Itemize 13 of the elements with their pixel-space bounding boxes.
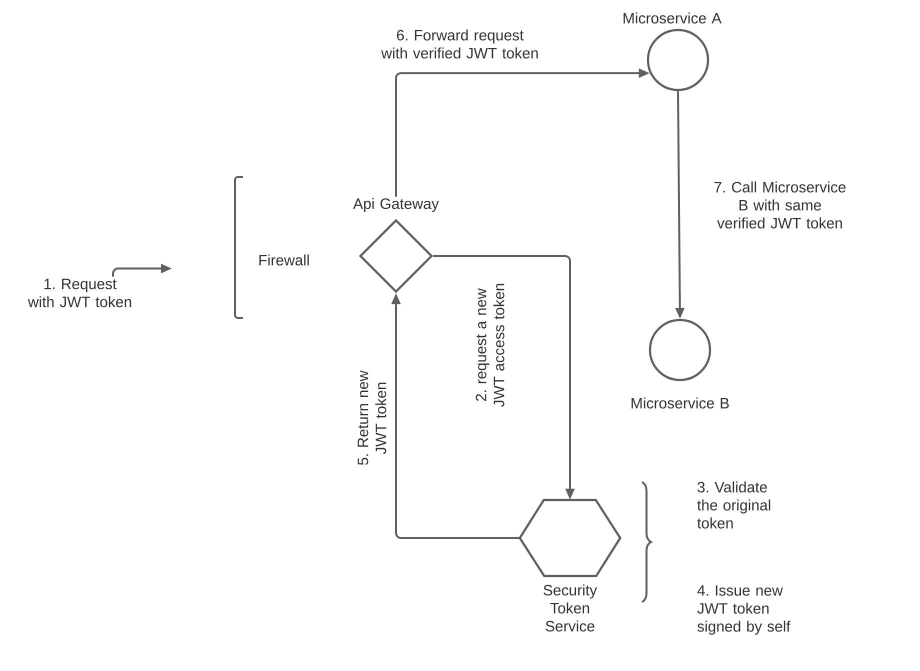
edge-label: 5. Return new JWT token bbox=[358, 370, 386, 465]
edge-label: 7. Call Microservice B with same verified JWT token bbox=[714, 182, 846, 228]
node-label: Security Token Service bbox=[544, 584, 598, 632]
edge-label: 6. Forward request with verified JWT token bbox=[381, 30, 538, 58]
edge-label: 2. request a new JWT access token bbox=[476, 284, 504, 407]
node-label: Microservice B bbox=[632, 397, 729, 408]
request-text: 1. Request with JWT token bbox=[28, 278, 132, 308]
step-note: 3. Validate the original token bbox=[697, 481, 770, 528]
node-label: Api Gateway bbox=[353, 198, 439, 212]
service-hexagon: Security Token Service bbox=[518, 498, 622, 632]
step-note: 4. Issue new JWT token signed by self bbox=[697, 585, 790, 635]
firewall-label: Firewall bbox=[259, 254, 309, 266]
node-label: Microservice A bbox=[624, 12, 722, 24]
